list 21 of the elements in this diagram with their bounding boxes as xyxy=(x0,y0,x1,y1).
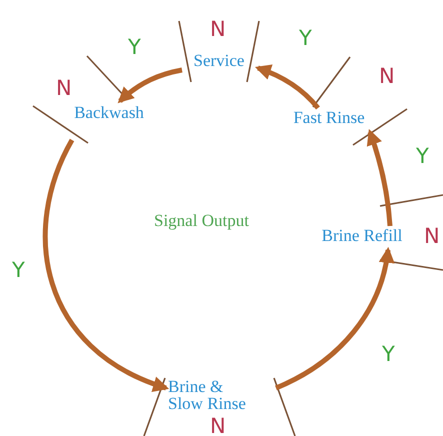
stage-label: Brine & Slow Rinse xyxy=(168,378,258,414)
flow-arrow xyxy=(366,128,392,226)
stage-label: Service xyxy=(183,52,255,70)
status-letter: N xyxy=(424,226,440,247)
status-letter: N xyxy=(379,66,395,87)
flow-arrow xyxy=(118,68,182,104)
flow-arrow xyxy=(42,138,169,391)
status-letter: N xyxy=(210,416,226,436)
edge-label: Y xyxy=(128,37,141,58)
stage-label: Fast Rinse xyxy=(279,109,379,127)
flow-arrow xyxy=(254,64,320,110)
edge-label: Y xyxy=(416,146,429,167)
status-letter: N xyxy=(210,19,226,40)
status-letter: N xyxy=(56,78,72,99)
flow-arrow xyxy=(274,246,394,390)
stage-label: Brine Refill xyxy=(313,227,411,245)
edge-label: Y xyxy=(299,28,312,49)
edge-label: Y xyxy=(12,260,25,281)
edge-label: Y xyxy=(382,344,395,365)
center-label: Signal Output xyxy=(154,212,249,229)
stage-label: Backwash xyxy=(60,104,158,122)
